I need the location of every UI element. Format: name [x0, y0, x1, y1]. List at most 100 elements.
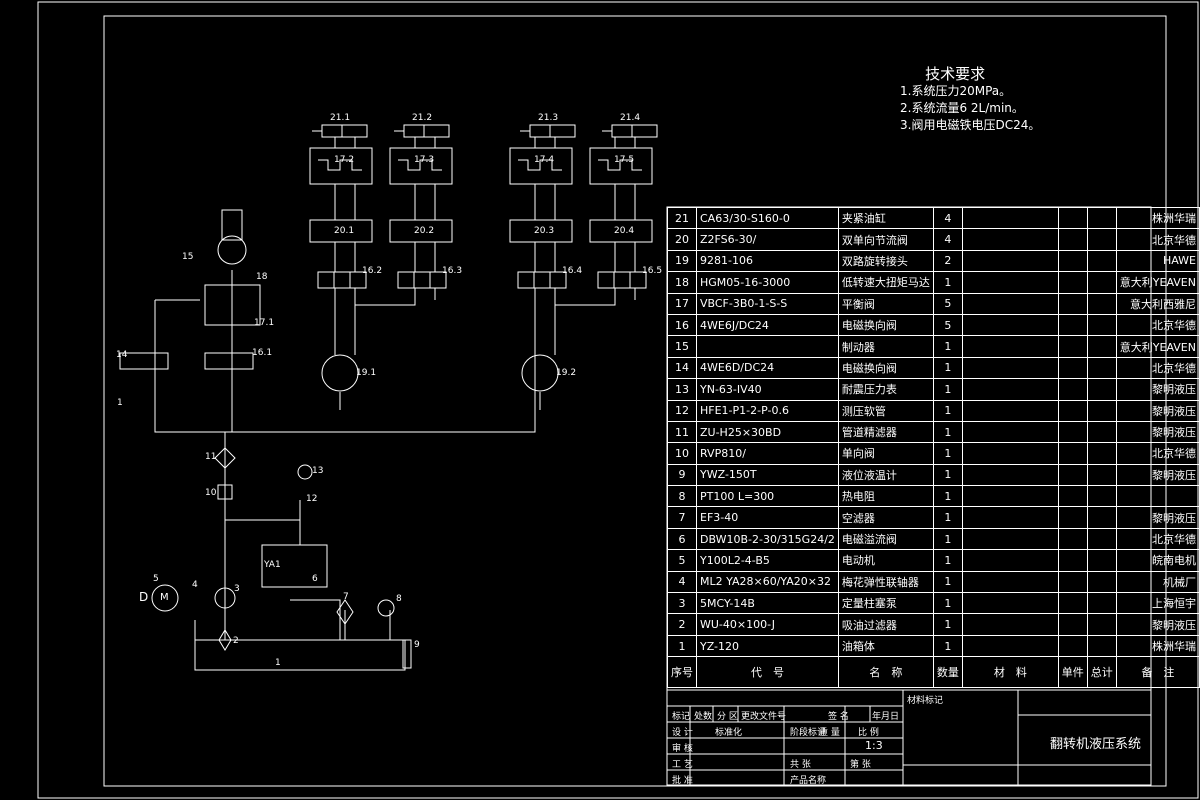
tb-stage: 阶段标记	[790, 728, 827, 738]
throttle-valve-group	[309, 219, 653, 243]
bom-cell-maker: 皖南电机	[1115, 549, 1200, 572]
label-17-5: 17.5	[614, 155, 635, 165]
label-16-4: 16.4	[562, 266, 583, 276]
cylinder-group	[312, 124, 658, 138]
tb-design: 设 计	[672, 728, 693, 738]
bom-cell-no: 11	[667, 420, 697, 444]
bom-cell-name: 定量柱塞泵	[837, 592, 934, 615]
bom-cell-material	[961, 292, 1059, 315]
bom-cell-material	[961, 613, 1059, 636]
bom-cell-material	[961, 399, 1059, 422]
bom-cell-total	[1086, 378, 1117, 401]
bom-cell-total	[1086, 420, 1117, 444]
bom-cell-qty: 1	[932, 271, 963, 294]
bom-cell-maker	[1115, 485, 1200, 508]
bom-header-qty: 数量	[932, 656, 963, 689]
tb-check: 审 核	[672, 744, 693, 754]
tech-item: 1.系统压力20MPa。	[900, 84, 1012, 98]
bom-cell-code: VBCF-3B0-1-S-S	[696, 292, 839, 315]
bom-cell-material	[961, 313, 1059, 337]
bom-cell-maker: 北京华德	[1115, 527, 1200, 551]
bom-cell-name: 低转速大扭矩马达	[837, 271, 934, 294]
relief-valve-6	[261, 544, 328, 588]
tb-approve: 批 准	[672, 776, 693, 786]
bom-cell-maker: HAWE	[1115, 249, 1200, 273]
tb-sign: 签 名	[828, 712, 849, 722]
bom-header-no: 序号	[667, 656, 697, 689]
bom-cell-name: 电磁换向阀	[837, 313, 934, 337]
tb-count: 处数	[694, 712, 713, 722]
bom-cell-no: 8	[667, 485, 697, 508]
bom-cell-name: 夹紧油缸	[837, 206, 934, 230]
bom-cell-code: ML2 YA28×60/YA20×32	[696, 570, 839, 594]
bom-cell-qty: 5	[932, 292, 963, 315]
label-16-5: 16.5	[642, 266, 663, 276]
label-21-1: 21.1	[330, 113, 351, 123]
pipe-lines	[154, 137, 636, 671]
bom-cell-total	[1086, 592, 1117, 615]
bom-cell-qty: 1	[932, 592, 963, 615]
bom-cell-maker: 意大利YEAVEN	[1115, 271, 1200, 294]
bom-cell-unit	[1057, 271, 1088, 294]
bom-cell-qty: 1	[932, 549, 963, 572]
bom-cell-material	[961, 356, 1059, 380]
bom-cell-name: 平衡阀	[837, 292, 934, 315]
tb-ratio: 比 例	[858, 728, 879, 738]
bom-cell-unit	[1057, 570, 1088, 594]
label-1-tank: 1	[275, 658, 281, 668]
bom-cell-no: 14	[667, 356, 697, 380]
bom-cell-name: 吸油过滤器	[837, 613, 934, 636]
bom-cell-material	[961, 506, 1059, 529]
bom-cell-total	[1086, 206, 1117, 230]
bom-cell-no: 16	[667, 313, 697, 337]
bom-header-row: 序号代 号名 称数量材 料单件总计备 注	[667, 656, 1200, 689]
bom-cell-no: 20	[667, 228, 697, 251]
bom-cell-code	[696, 335, 839, 358]
bom-cell-qty: 1	[932, 378, 963, 401]
label-14: 14	[116, 350, 128, 360]
label-17-4: 17.4	[534, 155, 555, 165]
bom-cell-material	[961, 206, 1059, 230]
label-5: 5	[153, 574, 159, 584]
tb-material-mark: 材料标记	[907, 696, 944, 706]
check-valve-10	[217, 484, 233, 500]
bom-cell-material	[961, 378, 1059, 401]
bom-cell-qty: 1	[932, 634, 963, 658]
bom-cell-name: 液位液温计	[837, 463, 934, 487]
tb-sheet: 共 张	[790, 760, 811, 770]
bom-cell-qty: 4	[932, 206, 963, 230]
bom-cell-code: ZU-H25×30BD	[696, 420, 839, 444]
bom-cell-name: 油箱体	[837, 634, 934, 658]
bom-cell-name: 双单向节流阀	[837, 228, 934, 251]
bom-cell-qty: 1	[932, 335, 963, 358]
bom-cell-name: 电磁溢流阀	[837, 527, 934, 551]
bom-cell-total	[1086, 271, 1117, 294]
bom-cell-code: WU-40×100-J	[696, 613, 839, 636]
directional-valve-16-1	[204, 352, 254, 370]
bom-header-code: 代 号	[696, 656, 839, 689]
bom-cell-total	[1086, 527, 1117, 551]
bom-cell-material	[961, 634, 1059, 658]
label-21-3: 21.3	[538, 113, 559, 123]
bom-cell-name: 耐震压力表	[837, 378, 934, 401]
brake-15	[221, 209, 243, 241]
pump-3	[214, 587, 236, 609]
bom-cell-unit	[1057, 292, 1088, 315]
bom-cell-unit	[1057, 485, 1088, 508]
bom-cell-unit	[1057, 592, 1088, 615]
label-19-1: 19.1	[356, 368, 377, 378]
bom-cell-maker: 意大利YEAVEN	[1115, 335, 1200, 358]
bom-cell-unit	[1057, 356, 1088, 380]
bom-cell-no: 13	[667, 378, 697, 401]
bom-header-name: 名 称	[837, 656, 934, 689]
label-16-3: 16.3	[442, 266, 463, 276]
bom-cell-maker: 黎明液压	[1115, 420, 1200, 444]
bom-cell-no: 6	[667, 527, 697, 551]
label-3: 3	[234, 584, 240, 594]
